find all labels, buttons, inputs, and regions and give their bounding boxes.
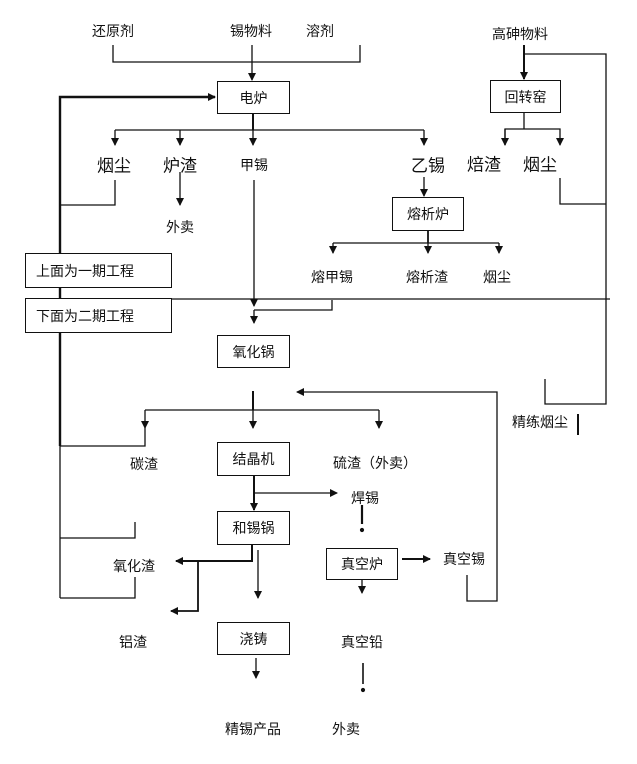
casting-box: 浇铸	[217, 622, 290, 655]
output-carbon-slag: 碳渣	[130, 457, 158, 473]
kiln-split-h	[504, 128, 564, 146]
carbon-slag-return	[60, 428, 146, 447]
output-roast-slag: 焙渣	[467, 155, 501, 176]
output-dust: 烟尘	[97, 156, 131, 177]
vacuum-furnace-box: 真空炉	[326, 548, 398, 580]
output-aluminum-slag: 铝渣	[119, 635, 147, 651]
alloy-pot-oxide-line	[175, 545, 253, 565]
phase2-note: 下面为二期工程	[25, 298, 172, 333]
output-melt-tin-a: 熔甲锡	[311, 270, 353, 286]
alloy-pot-box: 和锡锅	[217, 511, 290, 545]
output-lead-sold: 外卖	[332, 722, 360, 738]
input-merge-line	[112, 45, 361, 63]
arrow-to-al-slag	[170, 561, 199, 615]
output-oxide-slag: 氧化渣	[113, 559, 155, 575]
output-vacuum-lead: 真空铅	[341, 635, 383, 651]
output-liquation-dust: 烟尘	[483, 270, 511, 286]
output-solder: 焊锡	[351, 491, 379, 507]
oxide-slag-return	[60, 577, 136, 599]
output-sulfur-slag: 硫渣（外卖）	[333, 456, 417, 472]
output-sold: 外卖	[166, 220, 194, 236]
rotary-kiln-box: 回转窑	[490, 80, 561, 113]
exclamation-marks	[359, 505, 366, 693]
output-tin-b: 乙锡	[411, 156, 445, 177]
oxidation-pot-box: 氧化锅	[217, 335, 290, 368]
upper-return-stub	[60, 522, 136, 539]
crystallizer-box: 结晶机	[217, 442, 290, 476]
phase1-note: 上面为一期工程	[25, 253, 172, 288]
vacuum-tin-return-line	[296, 388, 498, 602]
liquation-furnace-box: 熔析炉	[392, 197, 464, 231]
electric-furnace-box: 电炉	[217, 81, 290, 114]
output-kiln-dust: 烟尘	[523, 155, 557, 176]
output-furnace-slag: 炉渣	[163, 156, 197, 177]
input-tin-material: 锡物料	[230, 24, 272, 40]
input-flux: 溶剂	[306, 24, 334, 40]
output-liquation-slag: 熔析渣	[406, 270, 448, 286]
refined-dust-return-line	[524, 53, 607, 405]
input-reducer: 还原剂	[92, 24, 134, 40]
dust-return-line	[60, 180, 116, 206]
output-refined-dust: 精练烟尘	[512, 415, 568, 431]
input-high-arsenic: 高砷物料	[492, 27, 548, 43]
melt-tin-merge-line	[254, 300, 333, 311]
output-refined-tin: 精锡产品	[225, 722, 281, 738]
output-vacuum-tin: 真空锡	[443, 552, 485, 568]
kiln-dust-line	[559, 178, 606, 205]
output-tin-a: 甲锡	[240, 158, 268, 174]
